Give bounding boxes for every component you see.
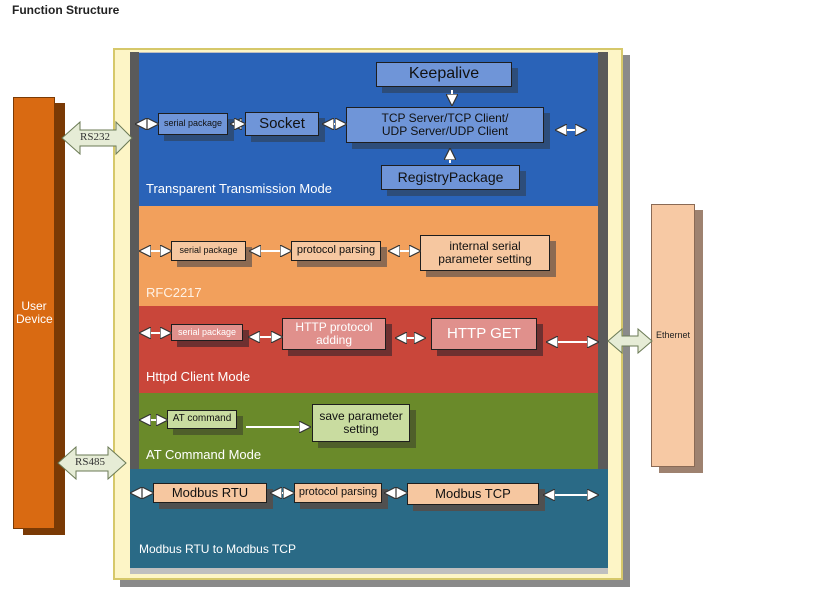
at-mode-label: AT Command Mode — [146, 447, 262, 462]
keepalive-box: Keepalive — [376, 62, 512, 87]
serial-package-box: serial package — [158, 113, 228, 135]
ethernet-block: Ethernet — [651, 204, 695, 467]
httpd-serial-package-box: serial package — [171, 324, 243, 341]
modbus-tcp-box: Modbus TCP — [407, 483, 539, 505]
transparent-mode-label: Transparent Transmission Mode — [146, 181, 332, 196]
rfc2217-label: RFC2217 — [146, 285, 202, 300]
httpd-mode-label: Httpd Client Mode — [146, 369, 251, 384]
rs485-arrow — [57, 445, 127, 481]
modbus-protocol-parsing-box: protocol parsing — [294, 483, 382, 503]
rs232-label: RS232 — [80, 131, 110, 143]
left-rail — [130, 52, 139, 470]
save-parameter-box: save parameter setting — [312, 404, 410, 442]
page-title: Function Structure — [12, 3, 120, 17]
ethernet-label: Ethernet — [655, 329, 691, 340]
modbus-mode-label: Modbus RTU to Modbus TCP — [139, 542, 296, 556]
right-rail — [598, 52, 608, 470]
user-device-label: User Device — [16, 299, 53, 326]
user-device-block: User Device — [13, 97, 55, 529]
http-protocol-box: HTTP protocol adding — [282, 318, 386, 350]
ethernet-arrow — [607, 327, 653, 355]
rfc-protocol-parsing-box: protocol parsing — [291, 241, 381, 261]
tcp-udp-box: TCP Server/TCP Client/ UDP Server/UDP Cl… — [346, 107, 544, 143]
registry-package-box: RegistryPackage — [381, 165, 520, 190]
rs485-label: RS485 — [75, 456, 105, 468]
http-get-box: HTTP GET — [431, 318, 537, 350]
rs232-arrow — [61, 120, 133, 156]
internal-serial-box: internal serial parameter setting — [420, 235, 550, 271]
socket-box: Socket — [245, 112, 319, 136]
